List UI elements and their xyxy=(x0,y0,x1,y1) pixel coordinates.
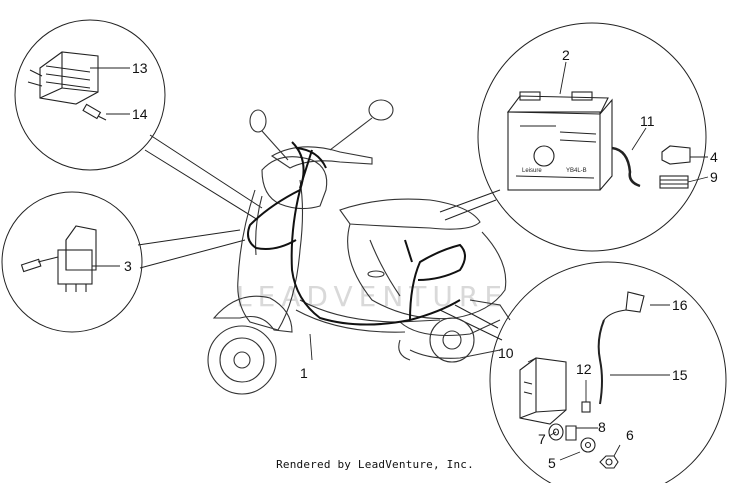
callout-12: 12 xyxy=(576,361,592,377)
callout-13: 13 xyxy=(132,60,148,76)
callout-leader xyxy=(559,61,567,95)
callout-leader xyxy=(613,444,621,457)
battery-brand-label: Leisure xyxy=(522,168,542,174)
callout-4: 4 xyxy=(710,149,718,165)
watermark: LEADVENTURE xyxy=(236,280,508,313)
callout-11: 11 xyxy=(640,113,655,129)
bolt-part xyxy=(82,103,107,121)
callout-3: 3 xyxy=(124,258,132,274)
callout-1: 1 xyxy=(300,365,308,381)
voltage-regulator-part xyxy=(27,51,99,105)
ignition-wire-part xyxy=(597,319,605,405)
detail-circle-regulator xyxy=(14,19,166,171)
footer-credit: Rendered by LeadVenture, Inc. xyxy=(276,458,474,471)
leader-line xyxy=(139,239,246,269)
callout-7: 7 xyxy=(538,431,546,447)
washer-parts xyxy=(548,423,619,469)
leader-line xyxy=(149,134,263,209)
detail-circle-relay xyxy=(1,191,143,333)
callout-2: 2 xyxy=(562,47,570,63)
detail-circle-ignition xyxy=(489,261,727,483)
leader-line xyxy=(439,189,501,213)
leader-line xyxy=(137,229,241,246)
battery-model-label: YB4L-B xyxy=(566,168,587,174)
callout-leader xyxy=(687,176,709,183)
battery-part xyxy=(506,91,613,191)
callout-leader xyxy=(548,431,557,437)
fuse-cover-part xyxy=(659,145,691,189)
callout-leader xyxy=(631,127,647,151)
leader-line xyxy=(439,309,503,341)
callout-16: 16 xyxy=(672,297,688,313)
callout-8: 8 xyxy=(598,419,606,435)
wiring-harness xyxy=(247,141,466,326)
nut-part xyxy=(581,401,591,413)
relay-part xyxy=(20,225,97,292)
callout-leader xyxy=(309,333,313,361)
callout-10: 10 xyxy=(498,345,514,361)
callout-6: 6 xyxy=(626,427,634,443)
callout-15: 15 xyxy=(672,367,688,383)
cdi-unit-part xyxy=(519,357,567,425)
leader-line xyxy=(444,199,497,221)
callout-leader xyxy=(559,451,581,461)
spark-plug-cap-part xyxy=(603,291,645,321)
callout-leader xyxy=(527,357,537,363)
detail-circle-battery xyxy=(477,22,707,252)
callout-14: 14 xyxy=(132,106,148,122)
callout-5: 5 xyxy=(548,455,556,471)
callout-9: 9 xyxy=(710,169,718,185)
battery-cable-part xyxy=(611,146,641,188)
leader-line xyxy=(144,149,259,221)
